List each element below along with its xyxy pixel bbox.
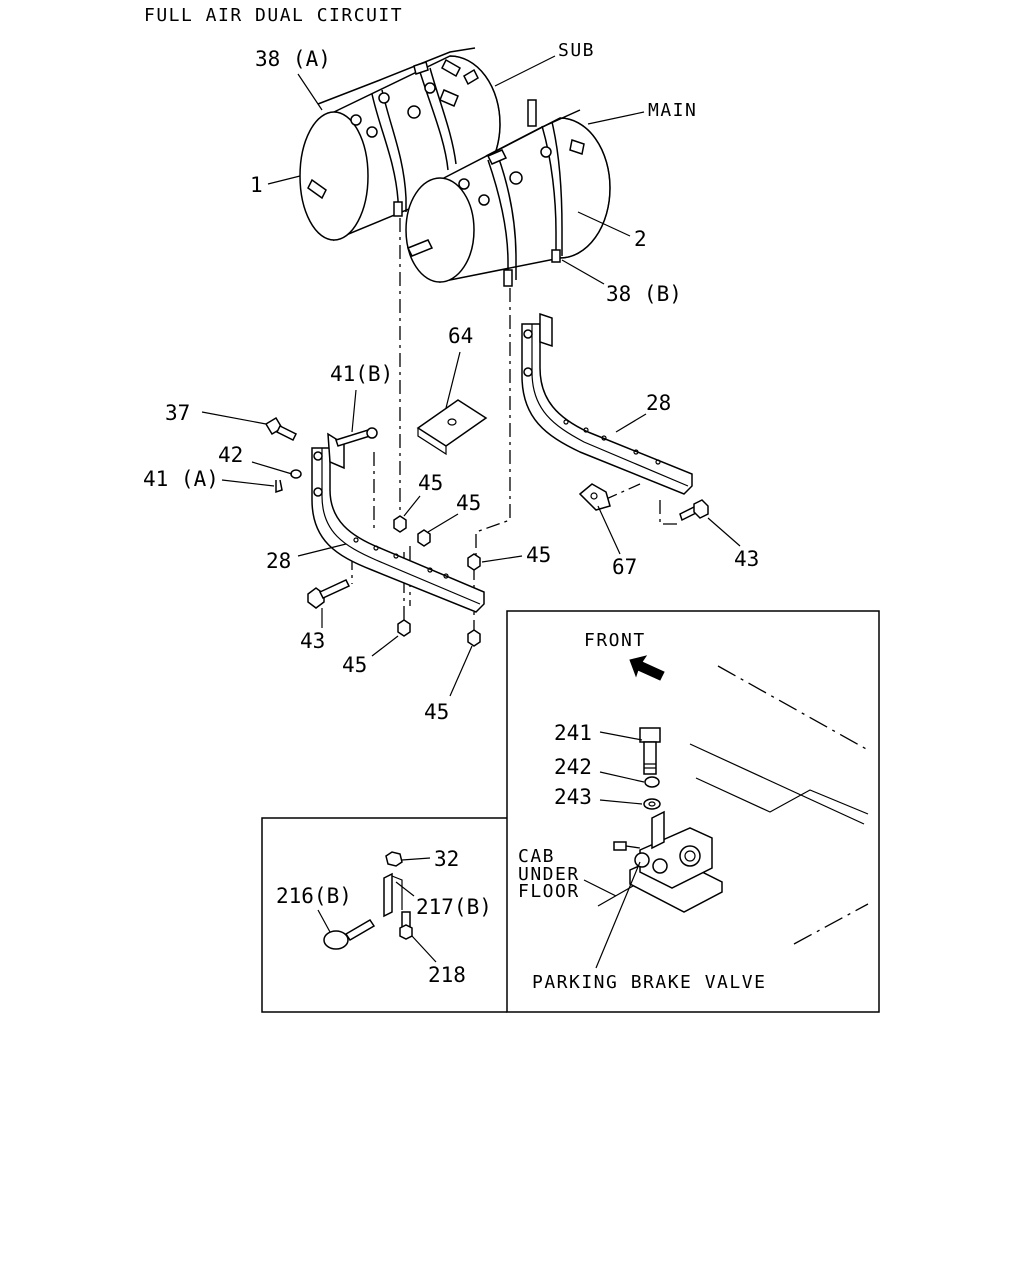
- parking-brake-valve-label: PARKING BRAKE VALVE: [532, 972, 766, 993]
- leader-216b: [317, 909, 331, 933]
- callout-242: 242: [554, 755, 592, 779]
- right-bracket: [521, 312, 693, 495]
- leader-41a: [221, 479, 275, 487]
- leader-38b: [561, 259, 605, 285]
- leader-243: [599, 799, 643, 805]
- part-218-bolt: [399, 911, 413, 940]
- leader-41b: [351, 389, 357, 433]
- callout-38a: 38 (A): [255, 47, 331, 71]
- callout-38b: 38 (B): [606, 282, 682, 306]
- part-217b-bracket: [383, 872, 403, 918]
- part-64-plate: [416, 399, 488, 456]
- front-arrow-icon: [629, 655, 665, 681]
- leader-218: [411, 935, 437, 963]
- leader-241: [599, 731, 643, 741]
- callout-43-left: 43: [300, 629, 325, 653]
- leader-45-bl: [371, 635, 399, 657]
- leader-42: [251, 461, 293, 475]
- leader-242: [599, 771, 645, 783]
- front-label: FRONT: [584, 630, 646, 651]
- leader-1: [267, 175, 301, 185]
- callout-45-top: 45: [418, 471, 443, 495]
- callout-241: 241: [554, 721, 592, 745]
- callout-67: 67: [612, 555, 637, 579]
- part-32-nut: [385, 851, 403, 867]
- part-41a-cotter: [275, 479, 283, 494]
- leader-2: [577, 211, 631, 237]
- leader-64: [445, 351, 461, 409]
- leader-valve: [595, 861, 641, 969]
- part-241-bolt: [639, 727, 661, 775]
- leader-45-mid: [427, 513, 459, 533]
- inset-clamp: 32 216(B) 217(B) 218: [261, 817, 507, 1013]
- leader-217b: [395, 881, 415, 897]
- part-41b-pin: [335, 427, 378, 447]
- cab-label-line2: UNDER: [518, 864, 580, 885]
- callout-2: 2: [634, 227, 647, 251]
- callout-218: 218: [428, 963, 466, 987]
- part-42-washer: [290, 469, 302, 479]
- main-air-tank: [405, 99, 611, 287]
- part-67-plate: [578, 483, 611, 511]
- leader-45-right: [481, 555, 523, 563]
- sub-leader: [494, 55, 556, 87]
- callout-43-right: 43: [734, 547, 759, 571]
- leader-28-left: [297, 543, 347, 557]
- left-bracket: [311, 432, 485, 613]
- inset-parking-brake-valve: FRONT 241 242 243: [506, 610, 880, 1013]
- callout-243: 243: [554, 785, 592, 809]
- part-216b-clamp: [323, 918, 376, 950]
- callout-216b: 216(B): [276, 884, 352, 908]
- part-37-bolt: [264, 416, 298, 442]
- leader-38a: [297, 73, 323, 111]
- callout-28-right: 28: [646, 391, 671, 415]
- callout-217b: 217(B): [416, 895, 492, 919]
- cab-label-line1: CAB: [518, 846, 555, 867]
- leader-67: [597, 505, 621, 555]
- part-43-bolt-left: [307, 579, 351, 609]
- cab-label-line3: FLOOR: [518, 881, 580, 902]
- leader-45-top: [403, 495, 421, 517]
- callout-41a: 41 (A): [143, 467, 219, 491]
- parking-brake-valve: [613, 810, 723, 913]
- diagram-title: FULL AIR DUAL CIRCUIT: [144, 5, 403, 26]
- sub-label: SUB: [558, 40, 595, 61]
- callout-45-right: 45: [526, 543, 551, 567]
- nuts-45: [393, 515, 481, 647]
- callout-37: 37: [165, 401, 190, 425]
- callout-32: 32: [434, 847, 459, 871]
- leader-32: [401, 857, 431, 861]
- leader-cab: [583, 879, 617, 897]
- leader-45-bottom: [449, 645, 473, 697]
- callout-41b: 41(B): [330, 362, 393, 386]
- callout-1: 1: [250, 173, 263, 197]
- part-43-bolt-right: [679, 499, 709, 522]
- callout-42: 42: [218, 443, 243, 467]
- leader-28-right: [615, 413, 647, 433]
- callout-45-bottom-left: 45: [342, 653, 367, 677]
- part-243-washer: [643, 798, 661, 810]
- leader-37: [201, 411, 267, 425]
- part-242-washer: [644, 776, 660, 788]
- callout-64: 64: [448, 324, 473, 348]
- main-label: MAIN: [648, 100, 697, 121]
- callout-28-left: 28: [266, 549, 291, 573]
- callout-45-mid: 45: [456, 491, 481, 515]
- callout-45-bottom: 45: [424, 700, 449, 724]
- main-leader: [587, 111, 645, 125]
- leader-43-right: [707, 517, 741, 547]
